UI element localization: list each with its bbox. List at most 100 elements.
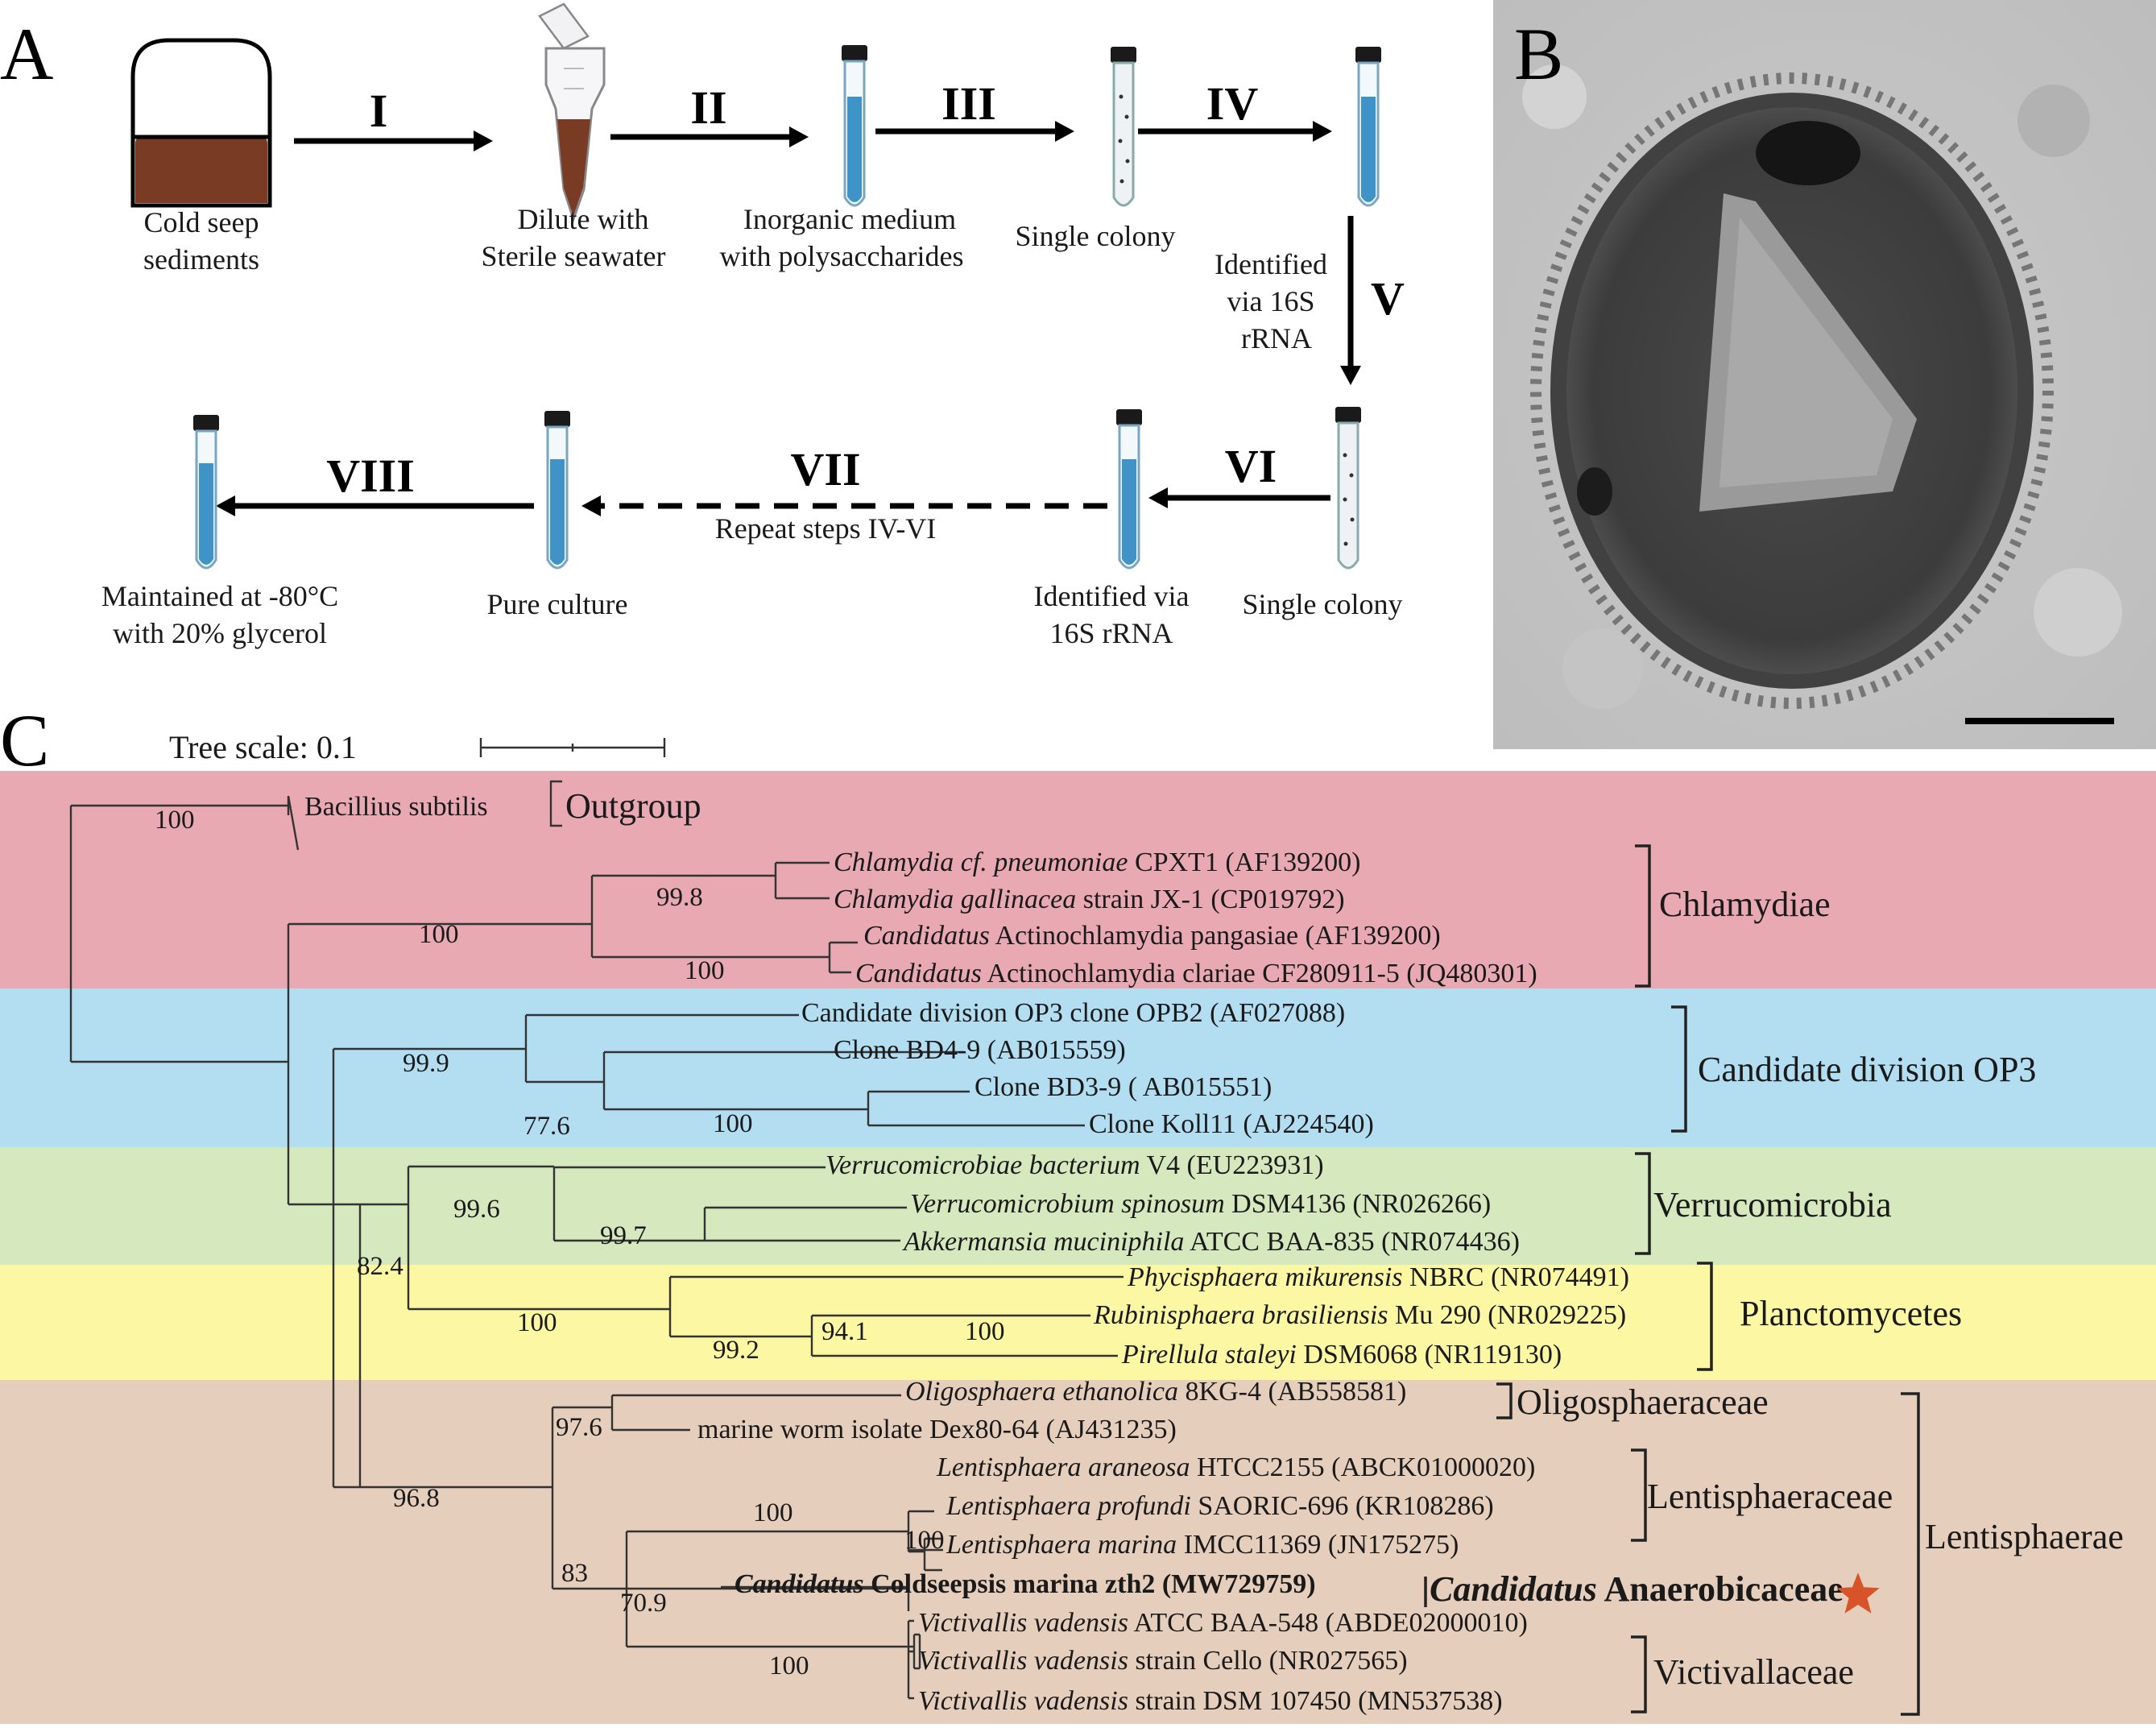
bootstrap-value: 97.6 [556,1413,602,1442]
clade-label-planctomycetes: Planctomycetes [1740,1294,1962,1333]
leaf-label: Clone BD3-9 ( AB015551) [975,1072,1272,1102]
bootstrap-value: 100 [965,1317,1005,1346]
caption-single-colony-2: Single colony [1243,588,1403,620]
caption-pure-culture: Pure culture [487,588,628,620]
culture-tube-icon [1355,47,1381,207]
caption-sediments: sediments [143,243,259,276]
dilution-tube-icon [538,2,606,223]
caption-maintained: Maintained at -80°C [101,580,338,612]
step-label-5: V [1371,272,1405,325]
bootstrap-value: 82.4 [357,1252,403,1281]
leaf-label: Oligosphaera ethanolica 8KG-4 (AB558581) [905,1377,1406,1407]
bootstrap-value: 100 [517,1308,557,1337]
caption-cold-seep: Cold seep [144,206,259,238]
bootstrap-value: 96.8 [393,1484,440,1513]
clade-band-chlamydiae [0,771,2156,988]
leaf-label: Rubinisphaera brasiliensis Mu 290 (NR029… [1093,1300,1626,1330]
clade-brackets [1424,844,1920,1716]
caption-identified-2: Identified via [1034,580,1190,612]
arrow-step-5 [1340,216,1361,385]
bootstrap-value: 99.9 [403,1049,449,1078]
pure-culture-tube-icon [544,411,570,570]
leaf-label: marine worm isolate Dex80-64 (AJ431235) [697,1415,1177,1444]
clade-band-op3 [0,988,2156,1147]
caption-inorganic-medium: Inorganic medium [743,203,956,235]
leaf-label: Candidate division OP3 clone OPB2 (AF027… [801,998,1345,1028]
leaf-label: Phycisphaera mikurensis NBRC (NR074491) [1127,1262,1629,1292]
panel-letter-c: C [0,699,49,781]
panel-letter-a: A [0,13,53,95]
outgroup-taxon: Bacillius subtilis [304,792,488,822]
clade-label-lentisphaerae: Lentisphaerae [1925,1517,2124,1556]
leaf-label: Candidatus Coldseepsis marina zth2 (MW72… [735,1569,1316,1599]
leaf-label: Lentisphaera araneosa HTCC2155 (ABCK0100… [936,1452,1535,1482]
leaf-label: Victivallis vadensis strain DSM 107450 (… [918,1686,1503,1716]
bootstrap-value: 99.8 [656,883,703,912]
leaf-label: Chlamydia cf. pneumoniae CPXT1 (AF139200… [834,847,1360,877]
caption-dilute: Dilute with [518,203,649,235]
bootstrap-value: 70.9 [620,1589,667,1618]
caption-16s-2: 16S rRNA [1049,617,1173,649]
step-label-6: VI [1225,440,1277,492]
sediment-jar-icon [130,38,272,208]
bootstrap-value: 100 [713,1109,753,1138]
clade-label-lentisphaeraceae: Lentisphaeraceae [1647,1477,1893,1516]
tree-scale-bar [479,738,666,757]
clade-label-chlamydiae: Chlamydiae [1659,885,1831,924]
clade-label-victivallaceae: Victivallaceae [1653,1652,1854,1692]
bootstrap-value: 77.6 [523,1112,570,1141]
step-label-1: I [370,85,388,137]
leaf-label: Clone Koll11 (AJ224540) [1089,1109,1374,1139]
leaf-label: Chlamydia gallinacea strain JX-1 (CP0197… [834,885,1345,914]
glycerol-tube-icon [193,415,219,570]
caption-identified-1: Identified [1215,248,1327,280]
medium-tube-icon [842,45,867,207]
step-label-8: VIII [326,450,415,502]
panel-letter-b: B [1514,13,1563,95]
arrow-step-3 [875,121,1074,142]
bootstrap-value: 99.2 [713,1336,759,1365]
arrow-step-2 [610,126,809,147]
leaf-label: Verrucomicrobiae bacterium V4 (EU223931) [826,1150,1324,1180]
step-label-7: VII [790,443,860,495]
clade-label-anaerobicaceae: Candidatus Anaerobicaceae [1430,1569,1844,1609]
clade-label-op3: Candidate division OP3 [1698,1050,2036,1089]
bootstrap-value: 100 [753,1498,793,1527]
bootstrap-value: 100 [685,956,725,985]
arrow-step-7 [581,495,1107,516]
bootstrap-value: 99.7 [600,1221,647,1250]
leaf-label: Clone BD4-9 (AB015559) [834,1035,1126,1065]
arrow-step-1 [294,131,493,151]
bootstrap-value: 99.6 [453,1195,500,1224]
step-label-3: III [941,77,996,130]
caption-via-16s-1: via 16S [1227,285,1314,317]
outgroup-bracket [549,780,562,827]
star-icon [1836,1573,1880,1614]
colony-tube-icon [1335,407,1361,570]
step-label-2: II [690,81,726,134]
leaf-label: Victivallis vadensis ATCC BAA-548 (ABDE0… [918,1608,1528,1638]
bootstrap-value: 94.1 [821,1317,868,1346]
clade-label-oligosphaeraceae: Oligosphaeraceae [1517,1382,1769,1422]
caption-sterile-seawater: Sterile seawater [482,240,666,272]
caption-repeat-steps: Repeat steps IV-VI [715,512,937,545]
arrow-step-6 [1148,487,1330,508]
caption-single-colony-1: Single colony [1016,220,1176,252]
caption-rrna-1: rRNA [1241,322,1312,354]
bootstrap-value: 100 [769,1651,809,1680]
bootstrap-value: 100 [419,920,459,949]
bootstrap-value: 100 [904,1526,945,1555]
leaf-label: Candidatus Actinochlamydia clariae CF280… [855,959,1537,988]
colony-tube-icon [1111,47,1136,207]
leaf-label: Akkermansia muciniphila ATCC BAA-835 (NR… [902,1227,1520,1257]
tem-micrograph-image [1493,0,2156,749]
caption-polysaccharides: with polysaccharides [720,240,964,272]
arrow-step-8 [216,495,534,516]
outgroup-label: Outgroup [565,786,701,826]
caption-glycerol: with 20% glycerol [113,617,327,649]
tree-branches [69,795,1124,1700]
culture-tube-icon [1116,409,1142,570]
leaf-label: Verrucomicrobium spinosum DSM4136 (NR026… [910,1189,1491,1219]
